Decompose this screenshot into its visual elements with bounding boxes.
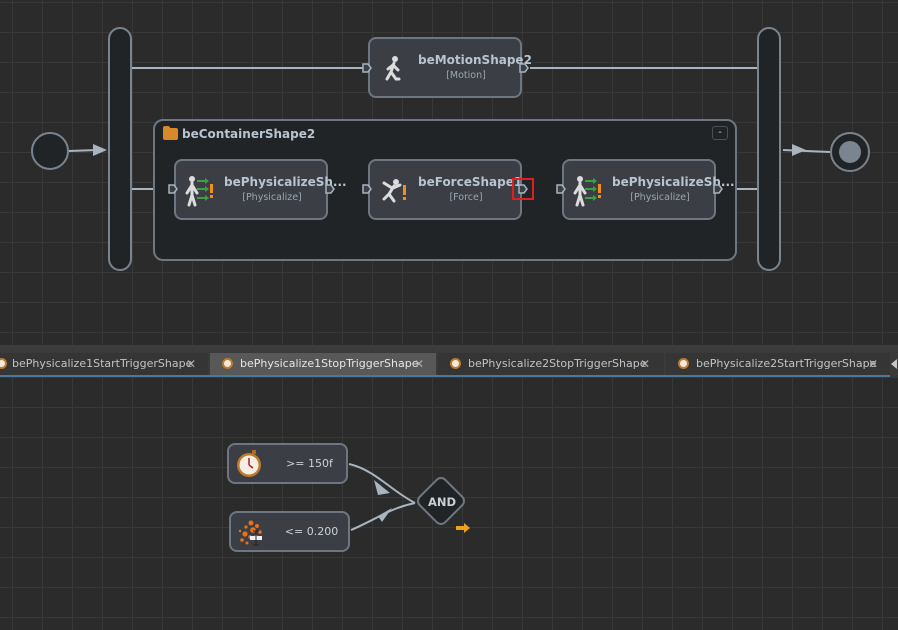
output-port[interactable] [519, 63, 529, 73]
close-icon[interactable]: ✕ [868, 357, 879, 371]
node-title: bePhysicalizeSh... [224, 175, 347, 189]
tab-label: bePhysicalize1StopTriggerShape [240, 357, 419, 370]
motion-node[interactable]: beMotionShape2 [Motion] [368, 37, 532, 98]
node-title: beMotionShape2 [418, 53, 532, 67]
condition-value: <= 0.200 [284, 525, 339, 538]
node-type: [Physicalize] [242, 192, 302, 203]
physicalize-figure-icon [185, 176, 213, 207]
stopwatch-icon [237, 450, 261, 477]
physicalize-node[interactable]: bePhysicalizeSh... [Physicalize] [562, 159, 735, 220]
time-condition-node[interactable]: >= 150f [227, 443, 348, 484]
tab-underline [0, 375, 890, 377]
physicalize-figure-icon [573, 176, 601, 207]
node-type: [Physicalize] [630, 192, 690, 203]
output-port[interactable] [325, 184, 335, 194]
node-type: [Motion] [446, 70, 486, 81]
operator-label: AND [427, 495, 457, 509]
tab-physicalize2-stop[interactable]: bePhysicalize2StopTriggerShape ✕ [438, 353, 664, 375]
collapse-button[interactable]: - [712, 126, 728, 140]
stopwatch-icon [222, 358, 233, 369]
tab-physicalize1-stop[interactable]: bePhysicalize1StopTriggerShape ✕ [210, 353, 436, 375]
stopwatch-icon [0, 358, 7, 369]
close-icon[interactable]: ✕ [640, 357, 651, 371]
input-port[interactable] [362, 63, 372, 73]
end-node-core [839, 141, 861, 163]
condition-value: >= 150f [286, 457, 333, 470]
input-port[interactable] [362, 184, 372, 194]
tab-label: bePhysicalize2StopTriggerShape [468, 357, 647, 370]
output-arrow-icon[interactable] [455, 522, 471, 534]
input-port[interactable] [168, 184, 178, 194]
panel-splitter[interactable] [0, 345, 898, 351]
trigger-tab-bar: bePhysicalize1StartTriggerShape ✕ bePhys… [0, 351, 898, 377]
walking-figure-icon [385, 56, 401, 81]
container-title: beContainerShape2 [182, 127, 316, 141]
tab-physicalize2-start[interactable]: bePhysicalize2StartTriggerShape ✕ [666, 353, 890, 375]
node-title: beForceShape1 [418, 175, 523, 189]
selected-port-highlight [512, 178, 534, 200]
output-port[interactable] [713, 184, 723, 194]
physicalize-node[interactable]: bePhysicalizeSh... [Physicalize] [174, 159, 347, 220]
text-cursor-icon [250, 530, 262, 546]
folder-icon [163, 126, 178, 140]
node-type: [Force] [449, 192, 483, 203]
tab-scroll-left-icon[interactable] [891, 359, 897, 369]
end-node[interactable] [830, 132, 870, 172]
close-icon[interactable]: ✕ [414, 357, 425, 371]
fork-bar[interactable] [108, 27, 132, 271]
value-condition-node[interactable]: <= 0.200 [229, 511, 350, 552]
tab-label: bePhysicalize1StartTriggerShape [12, 357, 193, 370]
join-bar[interactable] [757, 27, 781, 271]
stopwatch-icon [678, 358, 689, 369]
close-icon[interactable]: ✕ [186, 357, 197, 371]
stopwatch-icon [450, 358, 461, 369]
output-port[interactable] [518, 184, 528, 194]
input-port[interactable] [556, 184, 566, 194]
node-title: bePhysicalizeSh... [612, 175, 735, 189]
tab-label: bePhysicalize2StartTriggerShape [696, 357, 877, 370]
force-node[interactable]: beForceShape1 [Force] [368, 159, 522, 220]
start-node[interactable] [31, 132, 69, 170]
force-figure-icon [382, 179, 406, 203]
tab-physicalize1-start[interactable]: bePhysicalize1StartTriggerShape ✕ [0, 353, 208, 375]
